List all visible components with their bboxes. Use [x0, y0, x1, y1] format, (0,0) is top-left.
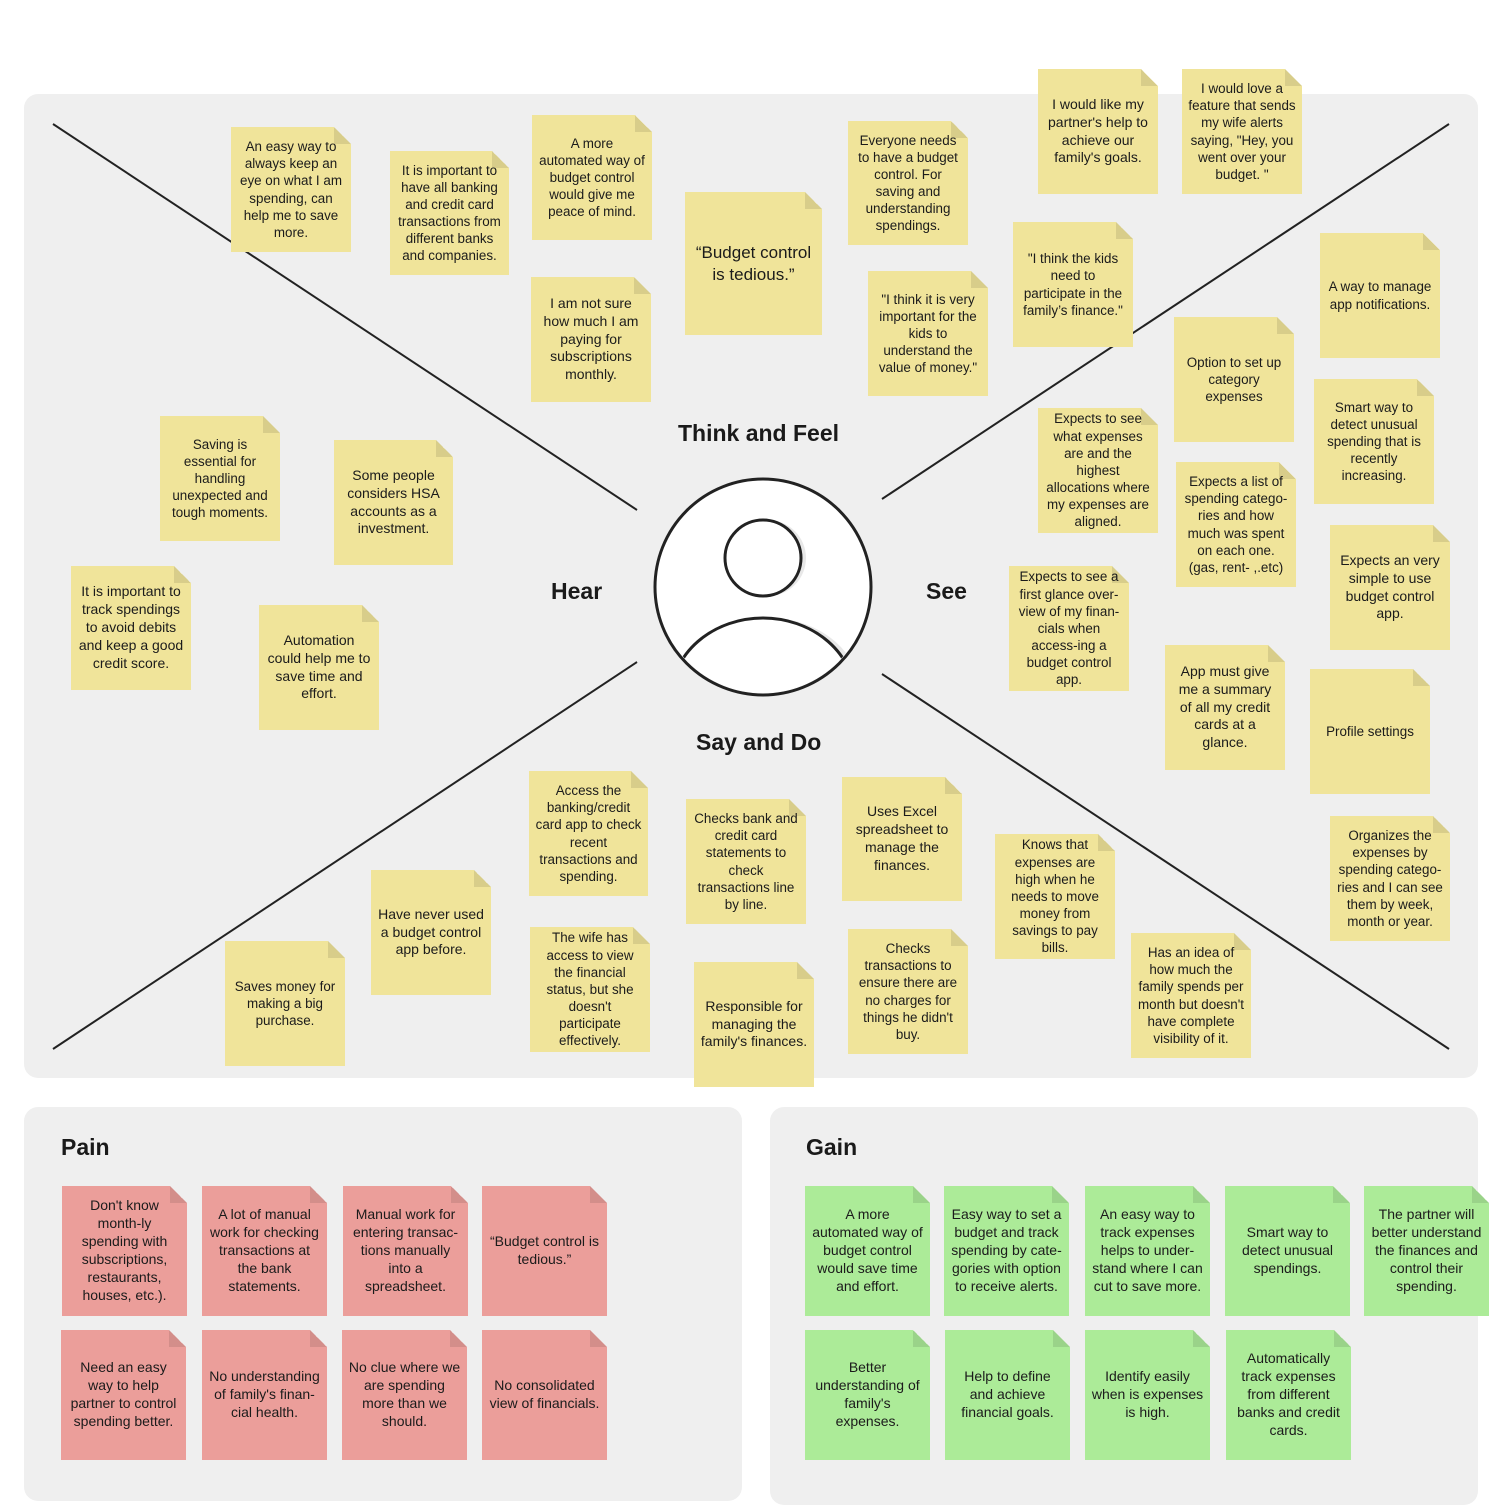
- gain-note[interactable]: The partner will better understand the f…: [1364, 1186, 1489, 1316]
- say-do-note[interactable]: Checks bank and credit card statements t…: [686, 799, 806, 924]
- gain-note[interactable]: Automatically track expenses from differ…: [1226, 1330, 1351, 1460]
- see-note[interactable]: Organizes the expenses by spending categ…: [1330, 816, 1450, 941]
- gain-note[interactable]: Smart way to detect unusual spendings.: [1225, 1186, 1350, 1316]
- think-feel-note[interactable]: A more automated way of budget control w…: [532, 115, 652, 240]
- gain-note[interactable]: An easy way to track expenses helps to u…: [1085, 1186, 1210, 1316]
- say-do-note[interactable]: Have never used a budget control app bef…: [371, 870, 491, 995]
- see-note[interactable]: Expects to see what expenses are and the…: [1038, 408, 1158, 533]
- think-feel-note[interactable]: I would like my partner's help to achiev…: [1038, 69, 1158, 194]
- see-note[interactable]: Expects an very simple to use budget con…: [1330, 525, 1450, 650]
- see-note[interactable]: Smart way to detect unusual spending tha…: [1314, 379, 1434, 504]
- say-do-note[interactable]: Responsible for managing the family's fi…: [694, 962, 814, 1087]
- gain-note[interactable]: A more automated way of budget control w…: [805, 1186, 930, 1316]
- think-feel-note[interactable]: I am not sure how much I am paying for s…: [531, 277, 651, 402]
- say-do-note[interactable]: Access the banking/credit card app to ch…: [529, 771, 648, 896]
- say-do-note[interactable]: Uses Excel spreadsheet to manage the fin…: [842, 777, 962, 901]
- see-note[interactable]: A way to manage app notifications.: [1320, 233, 1440, 358]
- hear-note[interactable]: Saving is essential for handling unexpec…: [160, 416, 280, 541]
- pain-note[interactable]: No clue where we are spending more than …: [342, 1330, 467, 1460]
- see-label: See: [926, 578, 967, 604]
- think-feel-note[interactable]: I would love a feature that sends my wif…: [1182, 69, 1302, 194]
- gain-title: Gain: [806, 1134, 858, 1160]
- think-feel-note[interactable]: “Budget control is tedious.”: [685, 192, 822, 335]
- say-do-note[interactable]: Saves money for making a big purchase.: [225, 941, 345, 1066]
- hear-note[interactable]: Automation could help me to save time an…: [259, 605, 379, 730]
- say-do-note[interactable]: The wife has access to view the financia…: [530, 927, 650, 1052]
- gain-note[interactable]: Identify easily when is expenses is high…: [1085, 1330, 1210, 1460]
- think-feel-note[interactable]: "I think it is very important for the ki…: [868, 271, 988, 396]
- see-note[interactable]: Expects a list of spending catego-ries a…: [1176, 462, 1296, 587]
- persona-avatar-icon: [653, 477, 873, 697]
- gain-note[interactable]: Easy way to set a budget and track spend…: [944, 1186, 1069, 1316]
- pain-note[interactable]: Don't know month-ly spending with subscr…: [62, 1186, 187, 1316]
- think-and-feel-label: Think and Feel: [678, 420, 840, 446]
- pain-note[interactable]: No understanding of family's finan-cial …: [202, 1330, 327, 1460]
- see-note[interactable]: Option to set up category expenses: [1174, 317, 1294, 442]
- say-and-do-label: Say and Do: [696, 729, 822, 755]
- pain-title: Pain: [61, 1134, 110, 1160]
- hear-label: Hear: [551, 578, 603, 604]
- pain-note[interactable]: “Budget control is tedious.”: [482, 1186, 607, 1316]
- pain-note[interactable]: Manual work for entering transac-tions m…: [343, 1186, 468, 1316]
- think-feel-note[interactable]: An easy way to always keep an eye on wha…: [231, 127, 351, 252]
- think-feel-note[interactable]: Everyone needs to have a budget control.…: [848, 121, 968, 245]
- see-note[interactable]: Profile settings: [1310, 669, 1430, 794]
- pain-note[interactable]: No consolidated view of financials.: [482, 1330, 607, 1460]
- say-do-note[interactable]: Checks transactions to ensure there are …: [848, 929, 968, 1054]
- say-do-note[interactable]: Knows that expenses are high when he nee…: [995, 834, 1115, 959]
- hear-note[interactable]: It is important to track spendings to av…: [71, 566, 191, 690]
- say-do-note[interactable]: Has an idea of how much the family spend…: [1131, 933, 1251, 1058]
- gain-note[interactable]: Better understanding of family's expense…: [805, 1330, 930, 1460]
- pain-note[interactable]: Need an easy way to help partner to cont…: [61, 1330, 186, 1460]
- gain-note[interactable]: Help to define and achieve financial goa…: [945, 1330, 1070, 1460]
- see-note[interactable]: App must give me a summary of all my cre…: [1165, 645, 1285, 770]
- pain-note[interactable]: A lot of manual work for checking transa…: [202, 1186, 327, 1316]
- see-note[interactable]: Expects to see a first glance over-view …: [1009, 566, 1129, 691]
- hear-note[interactable]: Some people considers HSA accounts as a …: [334, 440, 453, 565]
- think-feel-note[interactable]: "I think the kids need to participate in…: [1013, 222, 1133, 347]
- think-feel-note[interactable]: It is important to have all banking and …: [390, 151, 509, 275]
